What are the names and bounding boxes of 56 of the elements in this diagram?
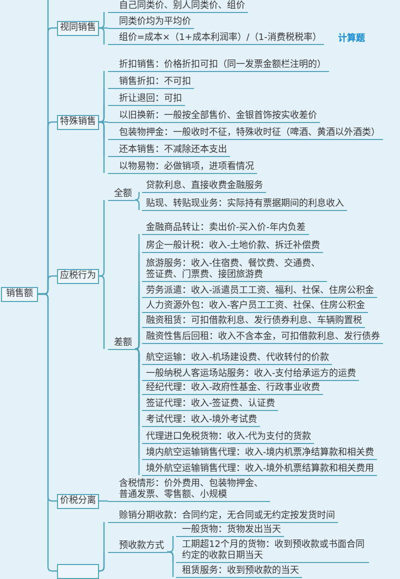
branch-line: [38, 293, 57, 572]
branch-line: [134, 199, 140, 210]
branch-line: [99, 200, 105, 277]
branch-line: [134, 327, 140, 350]
subtopic-label: 旅游服务：收入-住宿费、餐饮费、交通费、签证费、门票费、接团旅游费: [142, 258, 327, 282]
subtopic-label: 签证代理：收入-签证费、认证费: [142, 398, 278, 410]
subtopic-label: 人力资源外包：收入-客户员工工资、社保、住房公积金: [142, 300, 368, 312]
subtopic-label: 折扣销售：价格折扣可扣（同一发票金额栏注明的）: [108, 60, 329, 72]
branch-line: [99, 27, 105, 44]
topic-box: 特殊销售: [57, 114, 99, 130]
subtopic-label: 以旧换新：一般按全部售价、金银首饰按实收差价: [108, 110, 320, 122]
branch-line: [99, 12, 105, 29]
subtopic-label: 一般货物：货物发出当天: [176, 524, 284, 536]
subtopic-label: 境外航空运输销售代理：收入-境外机票结算款和相关费用: [142, 464, 378, 476]
subtopic-label: 一般纳税人客运场站服务：收入-支付给承运方的运费: [142, 368, 360, 380]
topic-box: 价税分离: [57, 494, 99, 508]
topic-box: 销售额: [1, 286, 38, 302]
subtopic-label: 工期超12个月的货物：收到预收款或书面合同约定的收款日期当天: [176, 540, 369, 562]
subtopic-label: 金融商品转让：卖出价-买入价-年内负差: [142, 222, 308, 234]
topic-box: [57, 564, 99, 578]
subtopic-label: 以物易物：必做销项，进项看情况: [108, 162, 257, 174]
subtopic-label: 融资性售后回租：收入不含本金，可扣借款利息、发行债券: [142, 332, 383, 344]
topic-box: 应税行为: [57, 268, 99, 284]
subtopic-label: 折让退回：可扣: [108, 94, 185, 106]
subtopic-label: 境内航空运输销售代理：收入-境内机票净结算款和相关费: [142, 448, 378, 460]
subtopic-label: 同类价均为平均价: [108, 16, 194, 28]
branch-line: [135, 343, 140, 350]
subtopic-label: 销售折扣：不可扣: [108, 76, 194, 88]
subtopic-label: 劳务派遣：收入-派遣员工工资、福利、社保、住房公积金: [142, 286, 378, 298]
branch-line: [99, 105, 105, 123]
subtopic-label: 考试代理：收入-境外考试费: [142, 414, 260, 426]
subtopic-label: 还本销售：不减除还本支出: [108, 144, 230, 156]
subtopic-label: 包装物押金：一般收时不征，特殊收时征（啤酒、黄酒以外酒类）: [108, 128, 383, 140]
subtopic-label: 组价=成本×（1+成本利润率）/（1-消费税税率）: [108, 33, 324, 45]
branch-line: [134, 192, 140, 201]
subtopic-label: 差额: [108, 338, 135, 350]
branch-line: [99, 552, 105, 572]
subtopic-label: 租赁服务：收到预收款的当天: [176, 566, 302, 578]
subtopic-label: 预收款方式: [108, 540, 167, 552]
subtopic-label: 融资租赁：可扣借款利息、发行债券利息、车辆购置税: [142, 316, 365, 328]
subtopic-label: 贷款利息、直接收费金融服务: [142, 180, 266, 192]
branch-line: [99, 121, 105, 173]
subtopic-label: 贴现、转贴现业务：实际持有票据期间的利息收入: [142, 198, 347, 210]
topic-box: 视同销售: [57, 20, 99, 36]
branch-line: [99, 275, 105, 349]
subtopic-label: 赊销分期收款：合同约定，无合同或无约定按发货时间: [108, 510, 338, 522]
subtopic-label: 自己同类价、别人同类价、组价: [108, 0, 248, 12]
branch-line: [167, 536, 174, 553]
subtopic-label: 航空运输：收入-机场建设费、代收转付的价款: [142, 352, 332, 364]
subtopic-label: 代理进口免税货物：收入-代为支付的货款: [142, 432, 314, 444]
subtopic-label: 房企一般计税：收入-土地价款、拆迁补偿费: [142, 240, 324, 252]
subtopic-label: 含税情形：价外费用、包装物押金、普通发票、零售额、小规模: [108, 478, 270, 502]
subtopic-label: 全额: [108, 188, 135, 200]
branch-line: [167, 551, 174, 577]
subtopic-label: 经纪代理：收入-政府性基金、行政事业收费: [142, 382, 324, 394]
tag-label: 计算题: [338, 34, 365, 44]
